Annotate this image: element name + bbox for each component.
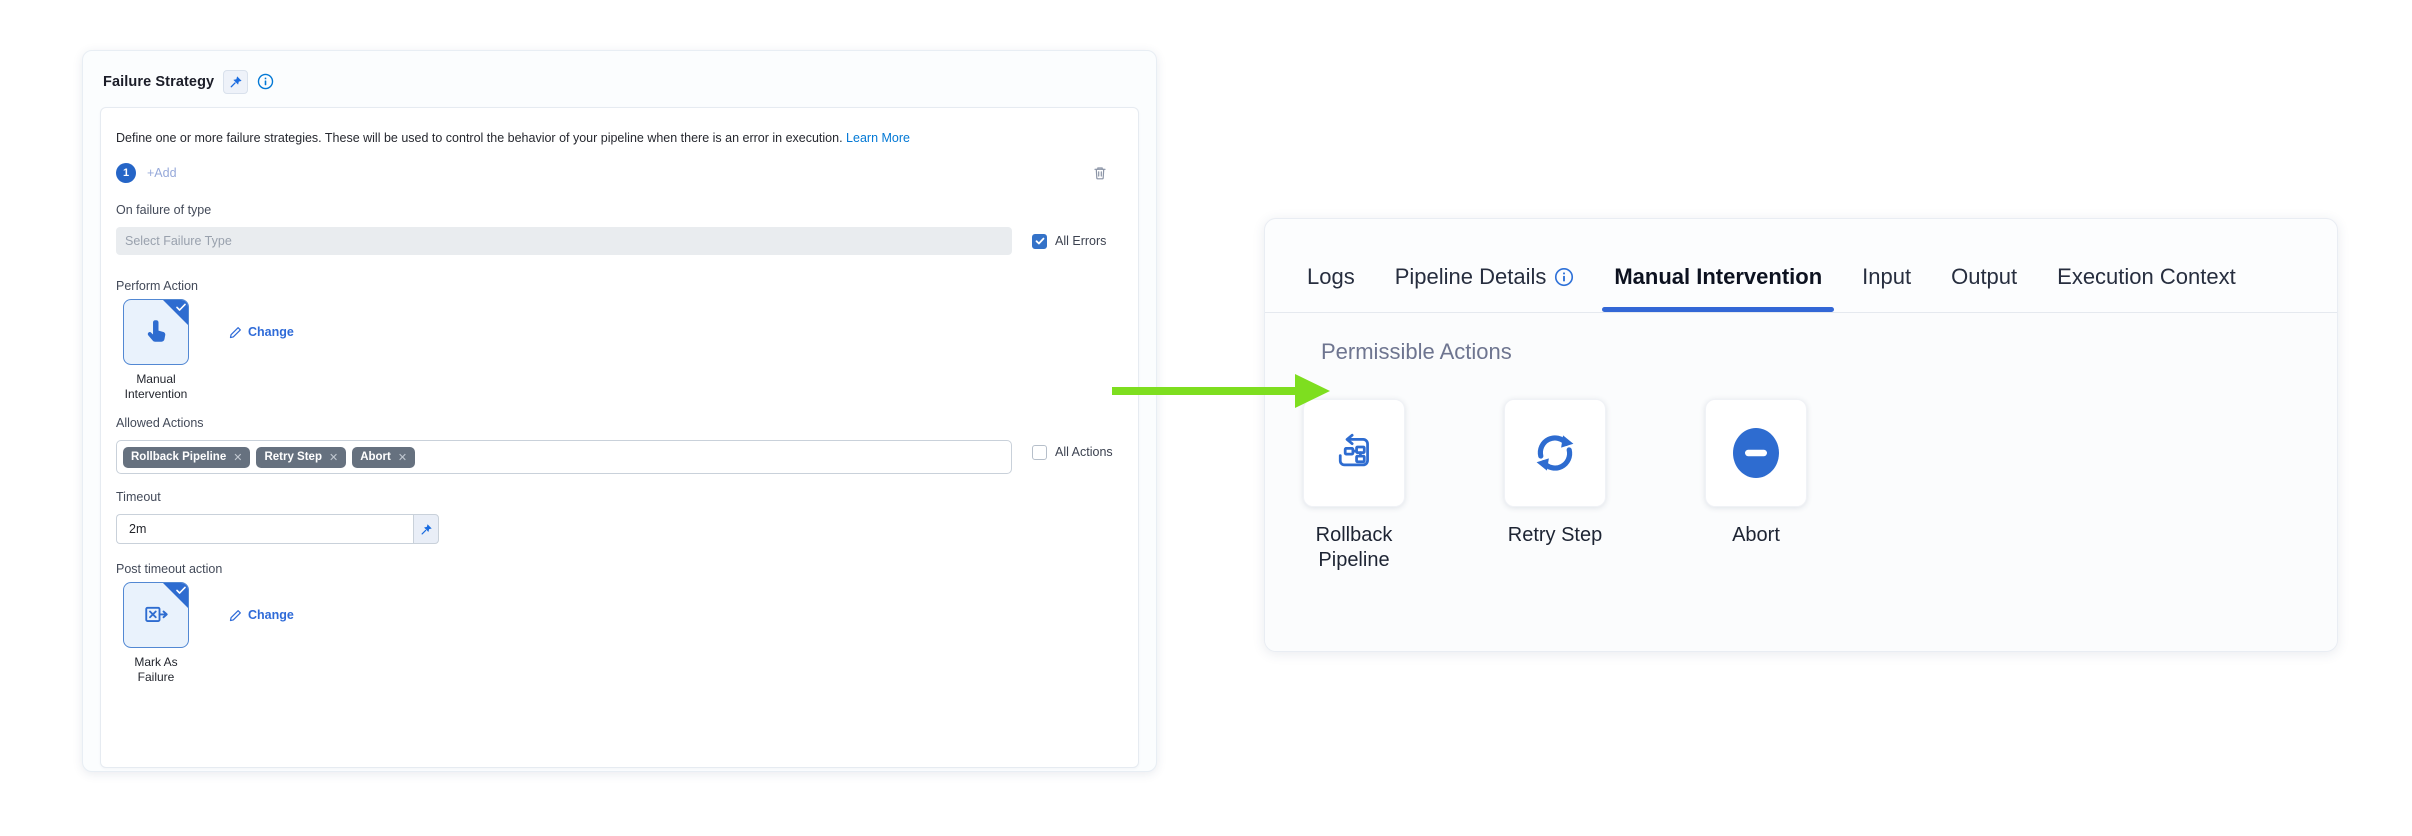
change-perform-action-button[interactable]: Change xyxy=(229,325,294,339)
post-timeout-selection: Mark As Failure xyxy=(116,582,196,685)
tab-label: Logs xyxy=(1307,263,1355,289)
failure-type-select[interactable]: Select Failure Type xyxy=(116,227,1012,255)
action-label: Retry Step xyxy=(1507,524,1603,546)
remove-tag-icon[interactable]: ✕ xyxy=(328,451,339,464)
pin-button[interactable] xyxy=(223,69,249,94)
permissible-actions-row: Rollback Pipeline Retry S xyxy=(1265,399,2337,573)
post-timeout-action-row: Mark As Failure Change xyxy=(116,582,1123,685)
failure-strategy-form-card: Define one or more failure strategies. T… xyxy=(100,107,1139,768)
selected-corner-wedge xyxy=(163,300,188,325)
tab-input[interactable]: Input xyxy=(1850,241,1923,312)
change-post-timeout-button[interactable]: Change xyxy=(229,608,294,622)
all-actions-label: All Actions xyxy=(1055,445,1113,459)
perform-action-row: Manual Intervention Change xyxy=(116,299,1123,402)
failure-type-row: Select Failure Type All Errors xyxy=(116,217,1123,255)
all-actions-checkbox[interactable]: All Actions xyxy=(1032,444,1113,460)
perform-action-label: Perform Action xyxy=(116,279,198,293)
info-icon[interactable] xyxy=(257,73,274,90)
post-timeout-value: Mark As Failure xyxy=(134,655,178,684)
green-arrow xyxy=(1112,371,1330,411)
tab-output[interactable]: Output xyxy=(1939,241,2029,312)
panel-header: Failure Strategy xyxy=(100,69,1139,94)
pin-icon xyxy=(229,75,243,89)
hand-pointer-icon xyxy=(141,317,171,347)
mark-as-failure-icon xyxy=(141,600,171,630)
tab-manual-intervention[interactable]: Manual Intervention xyxy=(1602,241,1834,312)
timeout-input[interactable]: 2m xyxy=(116,514,413,544)
tab-logs[interactable]: Logs xyxy=(1295,241,1367,312)
tag-label: Abort xyxy=(360,451,391,463)
action-abort: Abort xyxy=(1705,399,1807,573)
allowed-actions-row: Rollback Pipeline ✕ Retry Step ✕ Abort ✕… xyxy=(116,430,1123,474)
perform-action-value: Manual Intervention xyxy=(124,372,188,401)
pin-icon xyxy=(420,523,433,536)
selected-check-icon xyxy=(176,303,186,312)
timeout-label: Timeout xyxy=(116,490,161,504)
strategy-index-badge[interactable]: 1 xyxy=(116,163,136,183)
post-timeout-action-label: Post timeout action xyxy=(116,562,223,576)
pencil-icon xyxy=(229,609,242,622)
selected-check-icon xyxy=(176,586,186,595)
tab-pipeline-details[interactable]: Pipeline Details xyxy=(1383,241,1587,312)
tab-label: Input xyxy=(1862,263,1912,289)
tag-label: Retry Step xyxy=(264,451,322,463)
abort-button[interactable] xyxy=(1705,399,1807,507)
action-label: Abort xyxy=(1732,524,1780,546)
tab-label: Pipeline Details xyxy=(1394,263,1547,289)
allowed-actions-input[interactable]: Rollback Pipeline ✕ Retry Step ✕ Abort ✕ xyxy=(116,440,1012,474)
delete-strategy-icon[interactable] xyxy=(1092,164,1108,182)
change-label: Change xyxy=(248,608,294,622)
step-details-tabbar: Logs Pipeline Details Manual Interventio… xyxy=(1265,219,2337,313)
selected-corner-wedge xyxy=(163,583,188,608)
tab-label: Output xyxy=(1951,263,2018,289)
allowed-action-tag[interactable]: Rollback Pipeline ✕ xyxy=(123,446,251,468)
tab-label: Manual Intervention xyxy=(1614,263,1823,289)
info-icon xyxy=(1554,267,1574,287)
pencil-icon xyxy=(229,326,242,339)
retry-icon xyxy=(1532,430,1578,476)
failure-strategy-panel: Failure Strategy Define one o xyxy=(82,50,1157,772)
mark-as-failure-card[interactable] xyxy=(123,582,189,648)
manual-intervention-card[interactable] xyxy=(123,299,189,365)
action-label: Rollback Pipeline xyxy=(1315,524,1393,571)
tab-execution-context[interactable]: Execution Context xyxy=(2045,241,2248,312)
timeout-row: 2m xyxy=(116,514,1123,544)
timeout-pin-button[interactable] xyxy=(413,514,439,544)
remove-tag-icon[interactable]: ✕ xyxy=(397,451,408,464)
abort-icon xyxy=(1733,428,1779,478)
add-strategy-button[interactable]: +Add xyxy=(147,166,177,180)
permissible-actions-title: Permissible Actions xyxy=(1321,339,1512,364)
checkbox-checked-icon xyxy=(1032,233,1047,249)
allowed-action-tag[interactable]: Abort ✕ xyxy=(352,446,416,468)
failure-type-label: On failure of type xyxy=(116,203,212,217)
learn-more-link[interactable]: Learn More xyxy=(846,131,910,145)
manual-intervention-content: Permissible Actions xyxy=(1265,313,2337,651)
allowed-actions-label: Allowed Actions xyxy=(116,416,204,430)
tag-label: Rollback Pipeline xyxy=(131,451,227,463)
failure-type-placeholder: Select Failure Type xyxy=(125,234,232,248)
allowed-action-tag[interactable]: Retry Step ✕ xyxy=(256,446,347,468)
checkbox-unchecked-icon xyxy=(1032,444,1047,460)
change-label: Change xyxy=(248,325,294,339)
retry-step-button[interactable] xyxy=(1504,399,1606,507)
rollback-pipeline-icon xyxy=(1332,431,1376,475)
rollback-pipeline-button[interactable] xyxy=(1303,399,1405,507)
panel-title: Failure Strategy xyxy=(103,73,215,90)
strategy-list-row: 1 +Add xyxy=(116,163,1123,183)
timeout-value: 2m xyxy=(129,522,147,536)
remove-tag-icon[interactable]: ✕ xyxy=(233,451,243,464)
all-errors-label: All Errors xyxy=(1055,234,1107,248)
action-retry-step: Retry Step xyxy=(1504,399,1606,573)
panel-description: Define one or more failure strategies. T… xyxy=(116,130,1123,146)
all-errors-checkbox[interactable]: All Errors xyxy=(1032,233,1107,249)
step-details-panel: Logs Pipeline Details Manual Interventio… xyxy=(1264,218,2338,652)
tab-label: Execution Context xyxy=(2057,263,2236,289)
description-text: Define one or more failure strategies. T… xyxy=(116,131,843,145)
action-rollback-pipeline: Rollback Pipeline xyxy=(1303,399,1405,573)
perform-action-selection: Manual Intervention xyxy=(116,299,196,402)
